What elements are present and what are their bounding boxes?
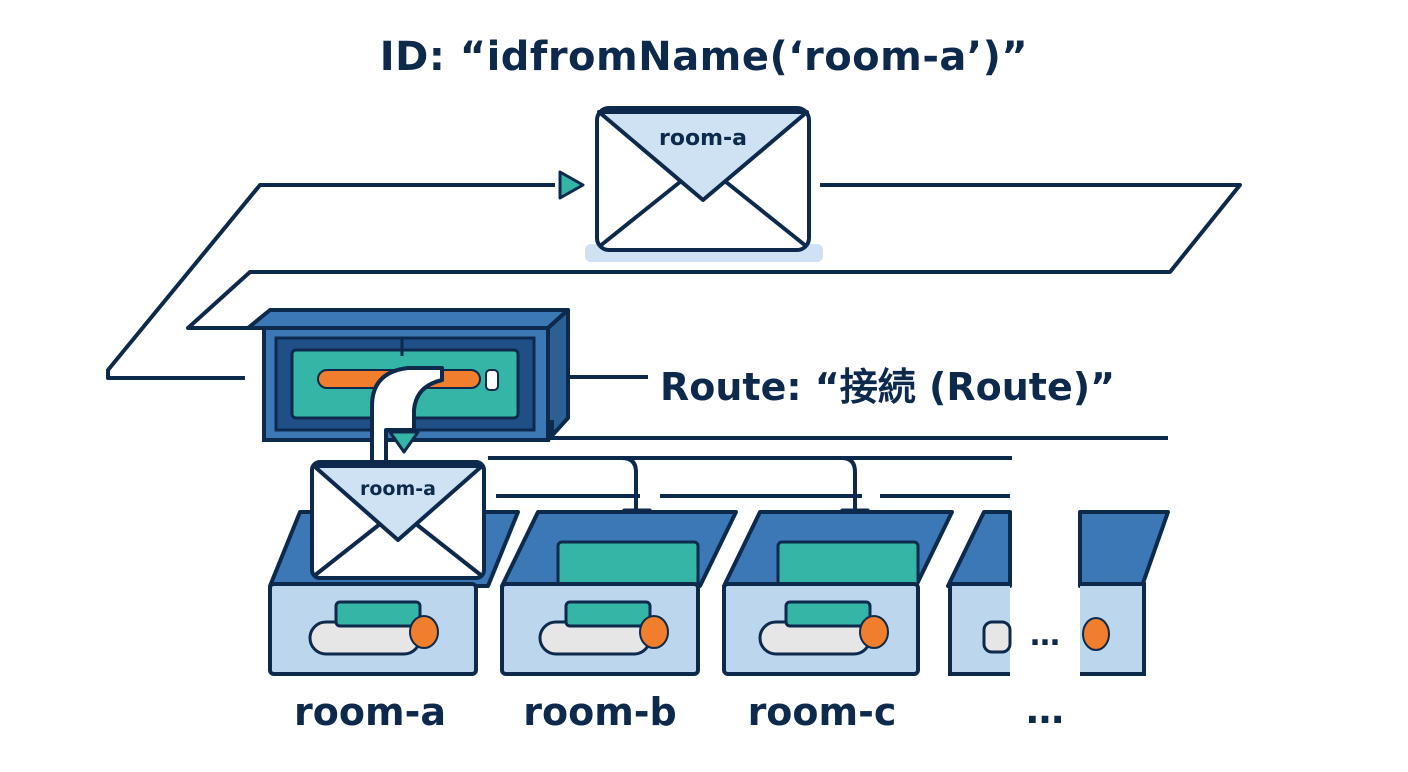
- envelope-drop-label: room-a: [360, 478, 436, 500]
- route-label: Route: “接続 (Route)”: [660, 365, 1116, 409]
- storage-icon: [538, 600, 669, 656]
- id-label: ID: “idfromName(‘room-a’)”: [379, 34, 1029, 80]
- storage-icon: [758, 600, 889, 656]
- routing-line-outer: [106, 183, 1242, 380]
- envelope-label: room-a: [659, 126, 747, 151]
- room-label-c: room-c: [747, 690, 897, 734]
- envelope-icon: room-a: [585, 106, 823, 262]
- more-rooms-label: …: [1026, 688, 1064, 732]
- storage-icon: [308, 600, 439, 656]
- room-label-a: room-a: [294, 690, 446, 734]
- box-ellipsis: …: [1030, 618, 1060, 653]
- distribution-line-upper: [488, 420, 1168, 460]
- room-box-c: [722, 510, 954, 676]
- envelope-drop-icon: room-a: [310, 460, 486, 580]
- room-label-b: room-b: [523, 690, 677, 734]
- branch-to-room-c: [636, 456, 857, 510]
- branch-to-room-b: [488, 456, 638, 510]
- room-box-more: …: [946, 510, 1170, 676]
- drop-arrow-icon: [370, 366, 444, 464]
- drop-arrowhead-icon: [388, 430, 420, 454]
- room-box-b: [500, 510, 738, 676]
- arrow-into-envelope-icon: [558, 170, 585, 200]
